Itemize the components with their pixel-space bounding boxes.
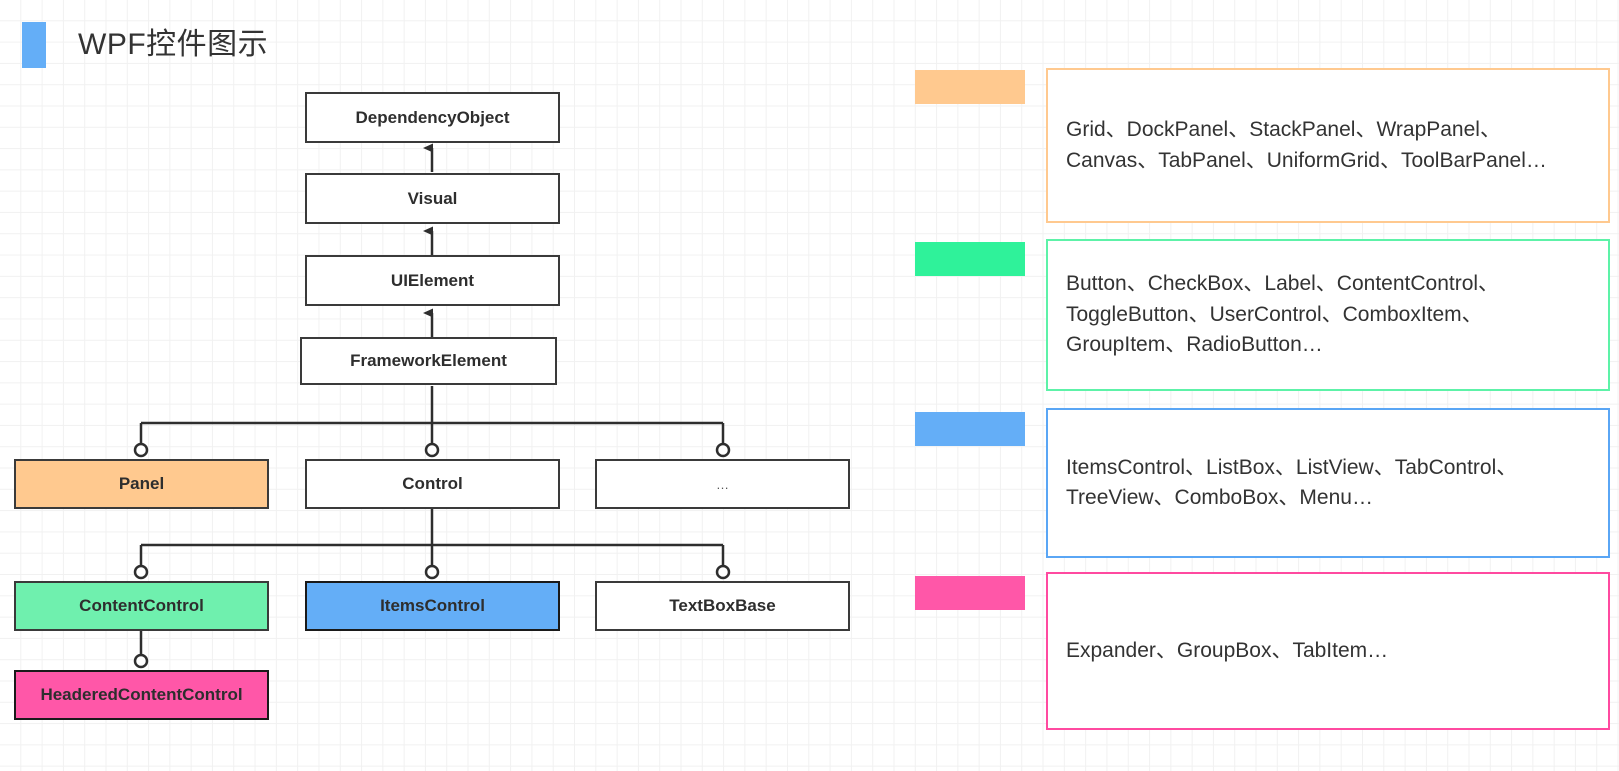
node-label: …	[716, 476, 729, 492]
node-label: UIElement	[390, 270, 475, 290]
node-label: HeaderedContentControl	[40, 685, 243, 704]
legend-box-itemscontrol: ItemsControl、ListBox、ListView、TabControl…	[1046, 408, 1610, 558]
node-itemscontrol[interactable]: ItemsControl	[305, 581, 560, 631]
page-title: WPF控件图示	[22, 22, 268, 68]
page-title-label: WPF控件图示	[78, 28, 269, 61]
legend-box-headeredcontentcontrol: Expander、GroupBox、TabItem…	[1046, 572, 1610, 730]
node-label: Panel	[118, 474, 165, 493]
legend-box-panel: Grid、DockPanel、StackPanel、WrapPanel、Canv…	[1046, 68, 1610, 223]
node-visual[interactable]: Visual	[305, 173, 560, 224]
node-label: ContentControl	[79, 596, 204, 615]
legend-swatch-itemscontrol	[915, 412, 1025, 446]
node-panel[interactable]: Panel	[14, 459, 269, 509]
node-label: ItemsControl	[380, 596, 485, 615]
node-control[interactable]: Control	[305, 459, 560, 509]
node-more[interactable]: …	[595, 459, 850, 509]
legend-swatch-contentcontrol	[915, 242, 1025, 276]
node-headeredcontentcontrol[interactable]: HeaderedContentControl	[14, 670, 269, 720]
legend-box-contentcontrol: Button、CheckBox、Label、ContentControl、Tog…	[1046, 239, 1610, 391]
node-frameworkelement[interactable]: FrameworkElement	[300, 337, 557, 385]
node-textboxbase[interactable]: TextBoxBase	[595, 581, 850, 631]
legend-text-itemscontrol: ItemsControl、ListBox、ListView、TabControl…	[1066, 455, 1518, 509]
node-label: Control	[402, 474, 463, 493]
legend-swatch-headeredcontentcontrol	[915, 576, 1025, 610]
node-label: TextBoxBase	[669, 596, 776, 615]
node-contentcontrol[interactable]: ContentControl	[14, 581, 269, 631]
legend-text-headeredcontentcontrol: Expander、GroupBox、TabItem…	[1066, 638, 1389, 662]
node-label: Visual	[407, 188, 458, 208]
node-uielement[interactable]: UIElement	[305, 255, 560, 306]
node-label: DependencyObject	[355, 107, 510, 127]
node-dependencyobject[interactable]: DependencyObject	[305, 92, 560, 143]
legend-text-contentcontrol: Button、CheckBox、Label、ContentControl、Tog…	[1066, 272, 1500, 357]
legend-text-panel: Grid、DockPanel、StackPanel、WrapPanel、Canv…	[1066, 118, 1547, 172]
legend-swatch-panel	[915, 70, 1025, 104]
title-swatch-icon	[22, 22, 46, 68]
node-label: FrameworkElement	[350, 351, 507, 370]
